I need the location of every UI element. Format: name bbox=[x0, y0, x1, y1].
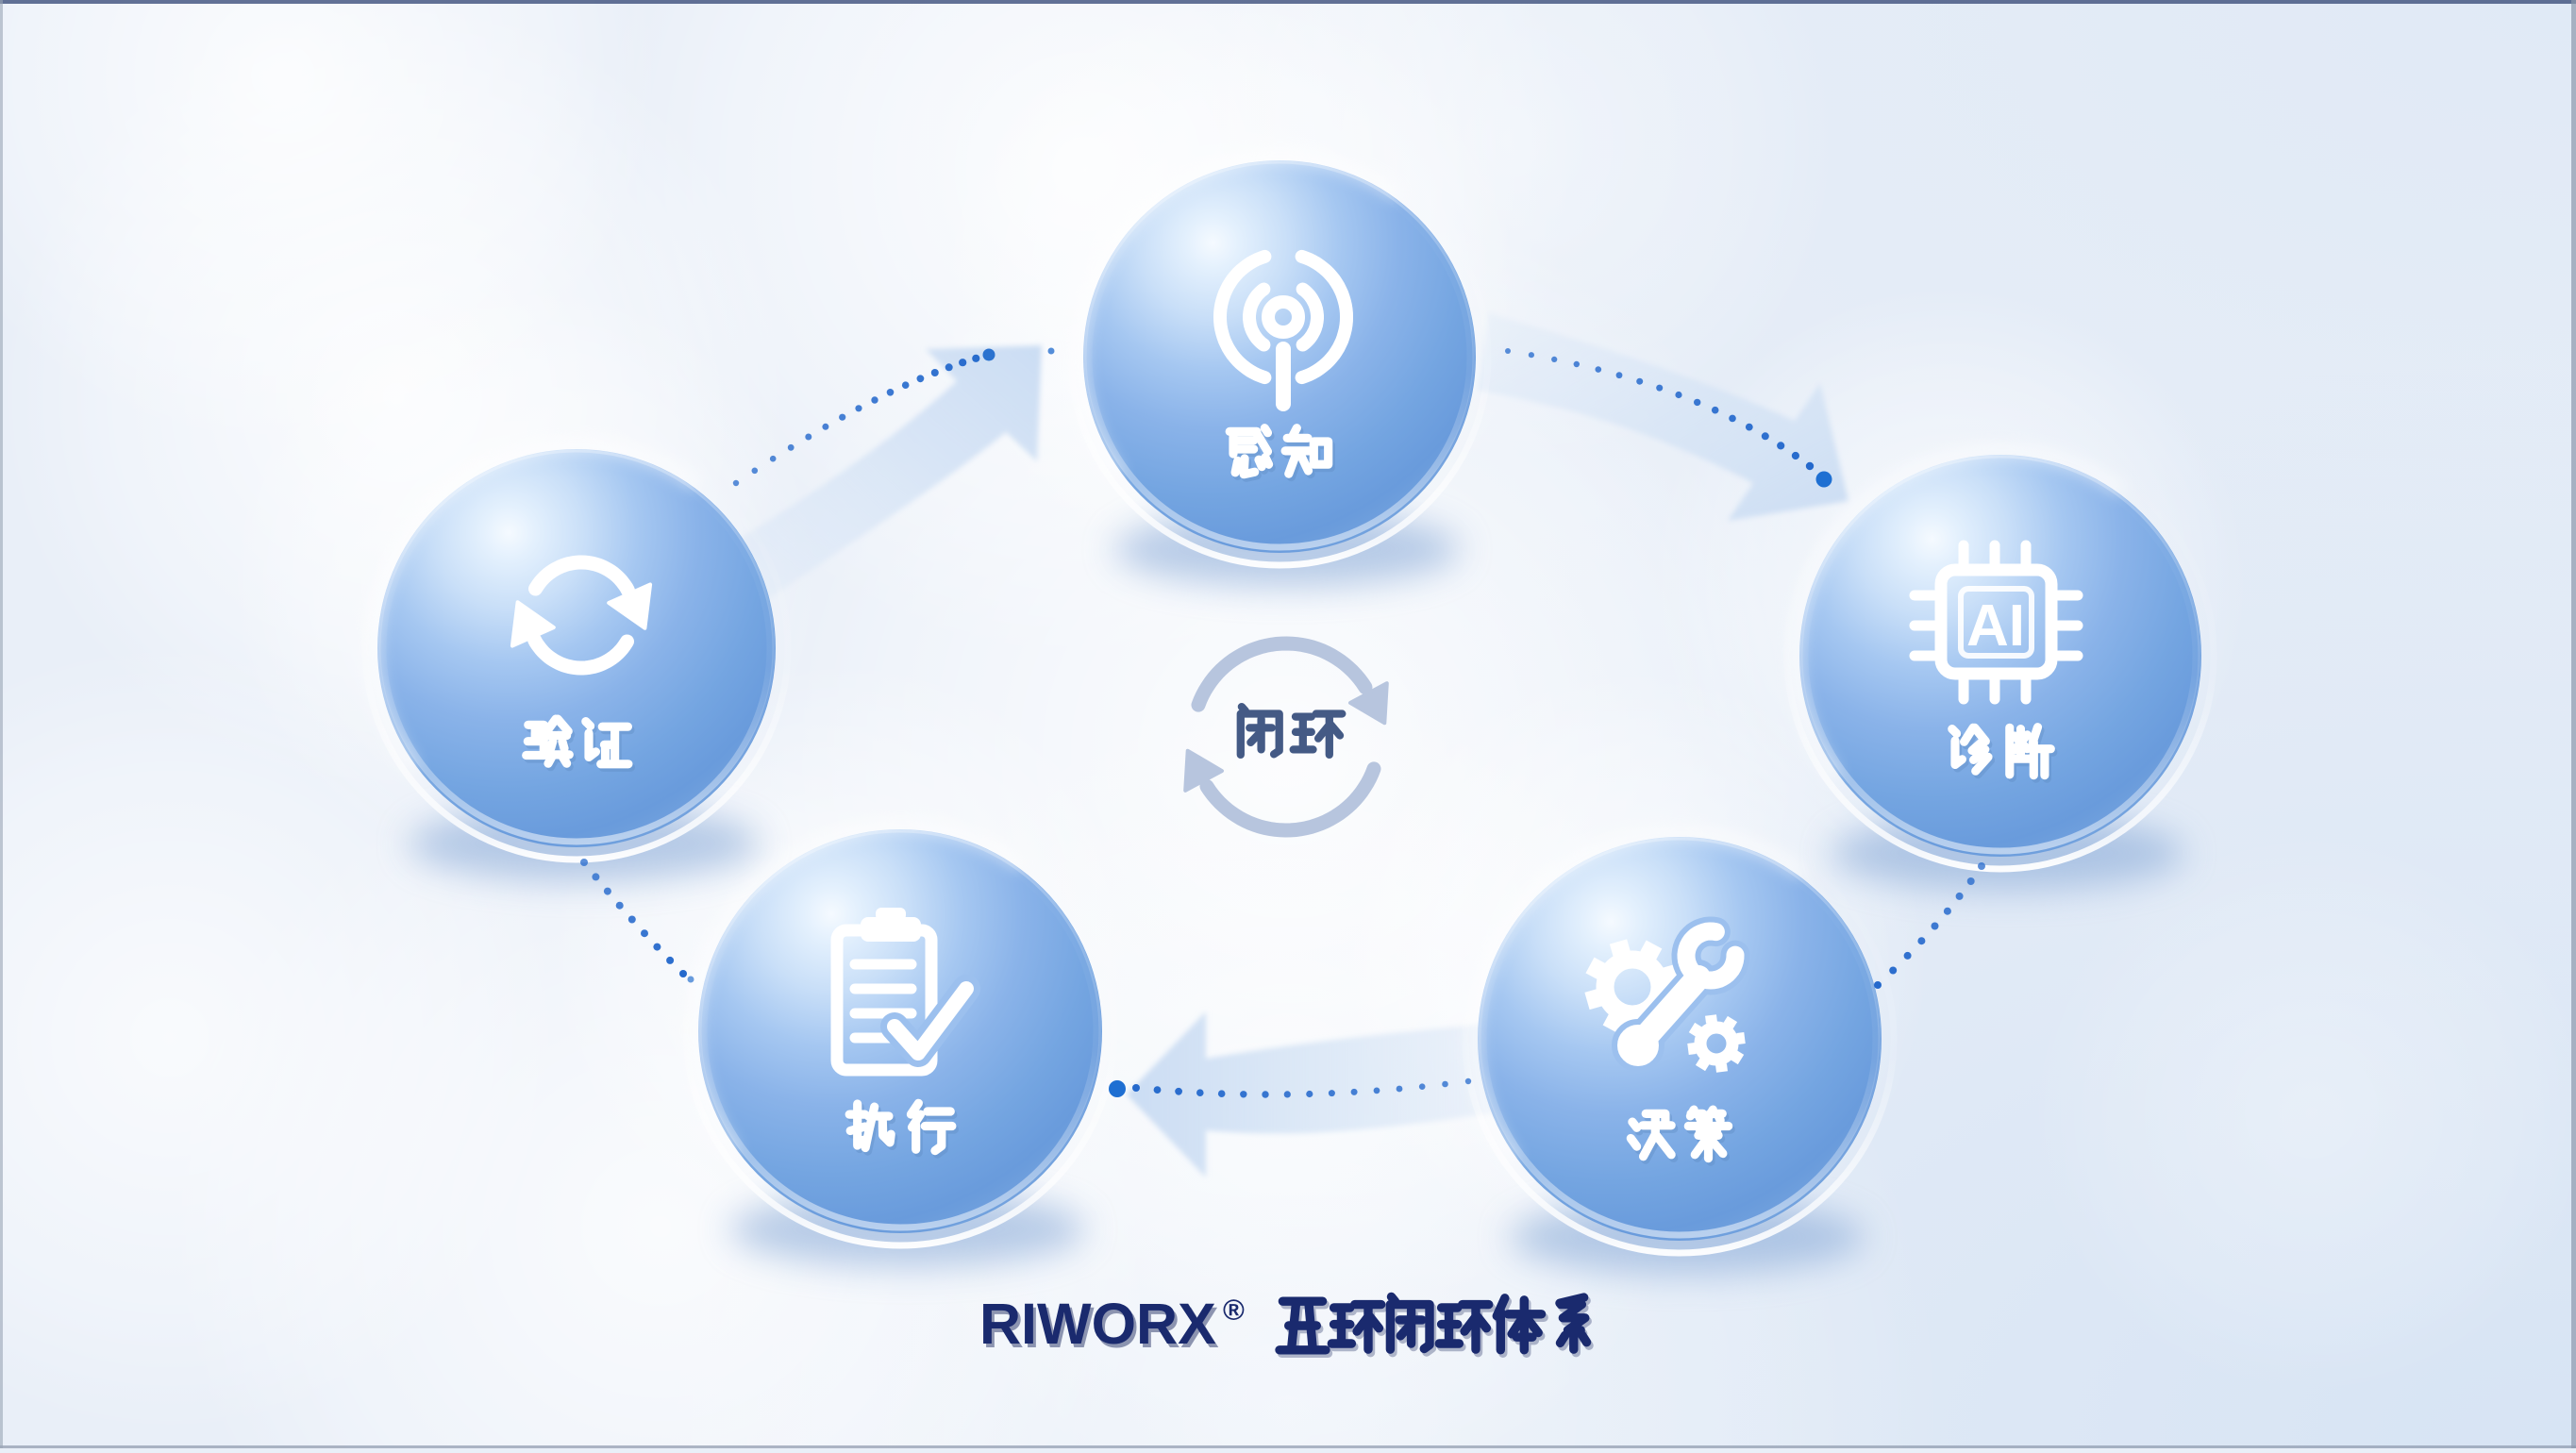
svg-text:RIWORX: RIWORX bbox=[982, 1295, 1219, 1360]
svg-text:AI: AI bbox=[1966, 593, 2025, 659]
svg-text:RIWORX: RIWORX bbox=[979, 1292, 1216, 1356]
svg-text:®: ® bbox=[1223, 1294, 1245, 1327]
